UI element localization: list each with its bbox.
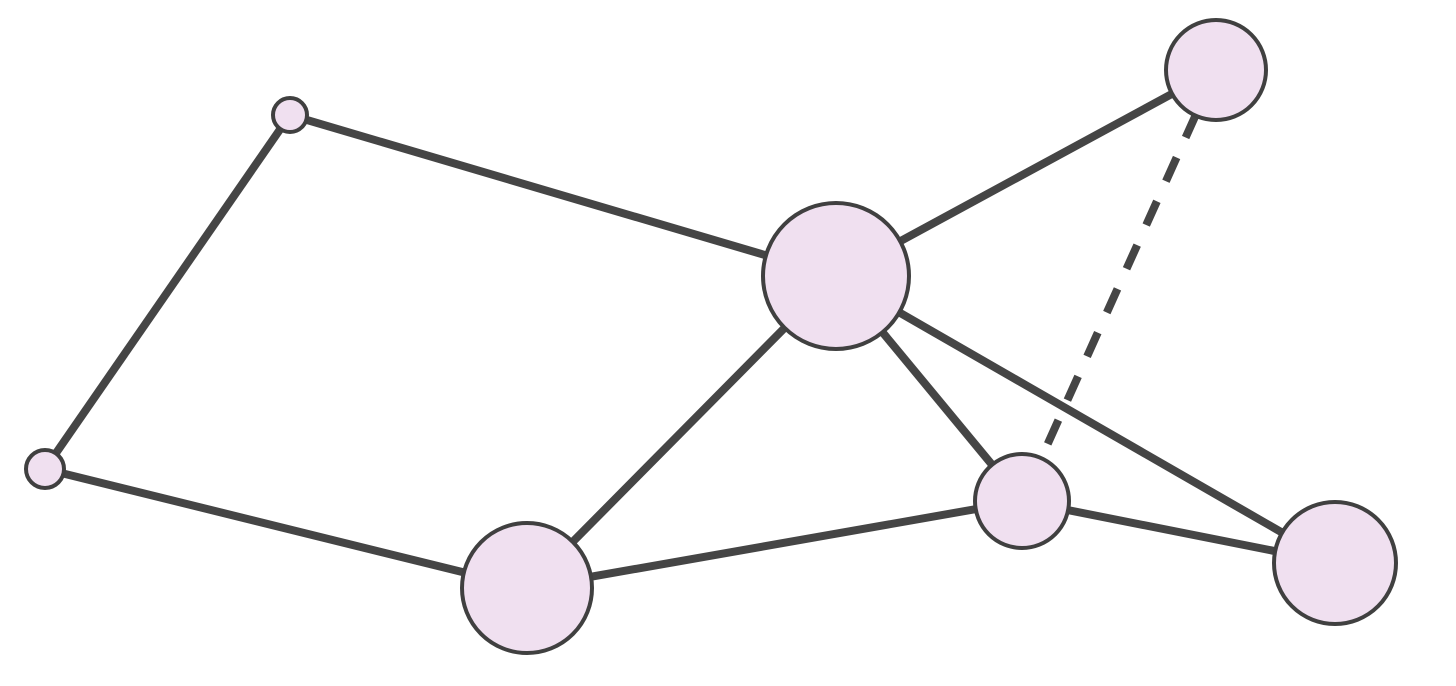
edge-n-top-left-small-n-left-small: [41, 112, 294, 472]
edge-n-left-small-n-bottom-center-large: [44, 465, 528, 592]
node-n-left-small: [24, 448, 66, 490]
node-n-bottom-center-large: [460, 521, 594, 655]
node-n-top-left-small: [271, 96, 309, 134]
node-n-center-right: [973, 452, 1071, 550]
node-n-bottom-right: [1272, 500, 1398, 626]
edge-n-center-large-n-bottom-right: [834, 272, 1337, 567]
edge-dashed-n-top-right-n-center-right: [1018, 68, 1220, 503]
node-n-top-right: [1164, 18, 1268, 122]
node-n-center-large: [761, 201, 911, 351]
nodes-layer: [24, 18, 1398, 655]
edge-n-bottom-center-large-n-center-right: [526, 497, 1023, 592]
edge-n-top-left-small-n-center-large: [288, 111, 838, 280]
